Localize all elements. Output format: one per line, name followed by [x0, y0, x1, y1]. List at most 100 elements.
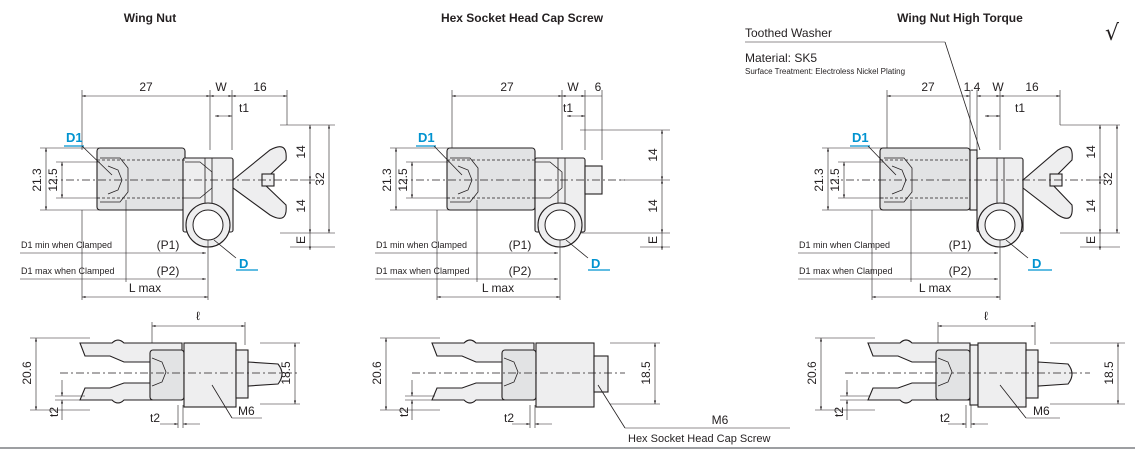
- view-title: Hex Socket Head Cap Screw: [441, 11, 604, 25]
- dim-e: E: [1084, 236, 1098, 244]
- right-dimensions: 14 14 E: [580, 129, 670, 250]
- d1-min-clamped: D1 min when Clamped: [376, 240, 467, 250]
- right-dimensions: 14 14 32 E: [280, 124, 335, 250]
- dim-p1: (P1): [157, 238, 180, 252]
- dim-ell: ℓ: [984, 309, 988, 323]
- dim-w: W: [567, 80, 579, 94]
- dim-t2-left: t2: [397, 407, 411, 417]
- dim-16: 16: [1025, 80, 1039, 94]
- washer-label: Toothed Washer: [745, 26, 832, 40]
- dim-t1: t1: [563, 101, 573, 115]
- d1-max-clamped: D1 max when Clamped: [376, 266, 470, 276]
- dim-w: W: [992, 80, 1004, 94]
- wing-nut: [232, 146, 287, 219]
- clamp-body: [446, 147, 536, 211]
- dim-p2: (P2): [509, 264, 532, 278]
- bottom-dimensions: D1 min when Clamped D1 max when Clamped …: [375, 200, 561, 300]
- dim-32: 32: [313, 172, 327, 186]
- dim-t2-bottom: t2: [150, 411, 160, 425]
- dim-p1: (P1): [949, 238, 972, 252]
- clamp-hook: [100, 157, 129, 203]
- wing-nut: [1022, 146, 1073, 219]
- d-label: D: [591, 256, 600, 271]
- dim-t2-bottom: t2: [504, 411, 514, 425]
- jaw-block: [535, 342, 595, 408]
- d1-min-clamped: D1 min when Clamped: [799, 240, 890, 250]
- clamp-body: [879, 147, 971, 211]
- dim-18-5: 18.5: [279, 361, 293, 385]
- dim-t2-left: t2: [832, 407, 846, 417]
- top-dimensions: 27 1.4 W 16 t1: [886, 80, 1061, 150]
- d1-label: D1: [418, 130, 435, 145]
- dim-l-max: L max: [482, 281, 514, 295]
- view-hex-socket: Hex Socket Head Cap Screw 27 W 6 t1: [370, 11, 790, 445]
- dim-ell: ℓ: [196, 309, 200, 323]
- d1-max-clamped: D1 max when Clamped: [799, 266, 893, 276]
- dim-14-top: 14: [1084, 145, 1098, 159]
- right-dimensions: 14 14 32 E: [1060, 124, 1120, 250]
- dim-21-3: 21.3: [812, 168, 826, 192]
- top-dimensions: 27 W 16 t1: [81, 80, 288, 150]
- dim-18-5: 18.5: [1102, 361, 1116, 385]
- dim-6: 6: [595, 80, 602, 94]
- view-wing-nut-high-torque: Wing Nut High Torque √ Toothed Washer Ma…: [745, 11, 1125, 428]
- dim-12-5: 12.5: [828, 168, 842, 192]
- dim-32: 32: [1101, 172, 1115, 186]
- m6-label: M6: [712, 413, 729, 427]
- clamp-body: [96, 147, 186, 211]
- dim-w: W: [215, 80, 227, 94]
- jaw-block: [977, 342, 1027, 408]
- top-view: ℓ 20.6 18.5 t2: [805, 309, 1125, 428]
- dim-14-bottom: 14: [646, 199, 660, 213]
- top-view: 20.6 18.5 t2 t2 M6 Hex Socket Head Cap S…: [370, 337, 790, 445]
- dim-t2-left: t2: [47, 407, 61, 417]
- jaw-block: [183, 342, 237, 408]
- dim-1-4: 1.4: [964, 80, 981, 94]
- dim-20-6: 20.6: [805, 361, 819, 385]
- d1-label: D1: [66, 130, 83, 145]
- dim-p1: (P1): [509, 238, 532, 252]
- m6-label: M6: [238, 404, 255, 418]
- d1-label: D1: [852, 130, 869, 145]
- dim-t2-bottom: t2: [940, 411, 950, 425]
- dim-14-bottom: 14: [1084, 199, 1098, 213]
- dim-27: 27: [500, 80, 514, 94]
- left-dimensions: 21.3 12.5: [30, 147, 100, 211]
- dim-l-max: L max: [129, 281, 161, 295]
- d1-max-clamped: D1 max when Clamped: [21, 266, 115, 276]
- bottom-dimensions: D1 min when Clamped D1 max when Clamped …: [20, 200, 209, 300]
- hex-socket-label: Hex Socket Head Cap Screw: [628, 433, 771, 445]
- surface-treatment-label: Surface Treatment: Electroless Nickel Pl…: [745, 67, 905, 76]
- dim-12-5: 12.5: [396, 168, 410, 192]
- dim-20-6: 20.6: [20, 361, 34, 385]
- dim-18-5: 18.5: [639, 361, 653, 385]
- dim-27: 27: [921, 80, 935, 94]
- dim-12-5: 12.5: [46, 168, 60, 192]
- checkmark-icon: √: [1105, 21, 1120, 46]
- view-wing-nut: Wing Nut 27 W 16 t1: [20, 11, 335, 428]
- top-dimensions: 27 W 6 t1: [451, 80, 603, 160]
- dim-16: 16: [253, 80, 267, 94]
- bottom-dimensions: D1 min when Clamped D1 max when Clamped …: [798, 200, 1001, 300]
- dim-21-3: 21.3: [30, 168, 44, 192]
- dim-20-6: 20.6: [370, 361, 384, 385]
- dim-e: E: [294, 236, 308, 244]
- material-label: Material: SK5: [745, 51, 817, 65]
- dim-14-top: 14: [294, 145, 308, 159]
- dim-27: 27: [139, 80, 153, 94]
- m6-label: M6: [1033, 404, 1050, 418]
- dim-t1: t1: [1015, 101, 1025, 115]
- view-title: Wing Nut: [124, 11, 177, 25]
- dim-t1: t1: [239, 101, 249, 115]
- top-view: ℓ 20.6 18.5 t2 t2: [20, 309, 300, 428]
- dim-e: E: [646, 236, 660, 244]
- dim-p2: (P2): [157, 264, 180, 278]
- dim-14-bottom: 14: [294, 199, 308, 213]
- dim-21-3: 21.3: [380, 168, 394, 192]
- d1-min-clamped: D1 min when Clamped: [21, 240, 112, 250]
- dim-14-top: 14: [646, 148, 660, 162]
- d-label: D: [1032, 256, 1041, 271]
- toothed-washer: [969, 344, 979, 406]
- d-label: D: [239, 256, 248, 271]
